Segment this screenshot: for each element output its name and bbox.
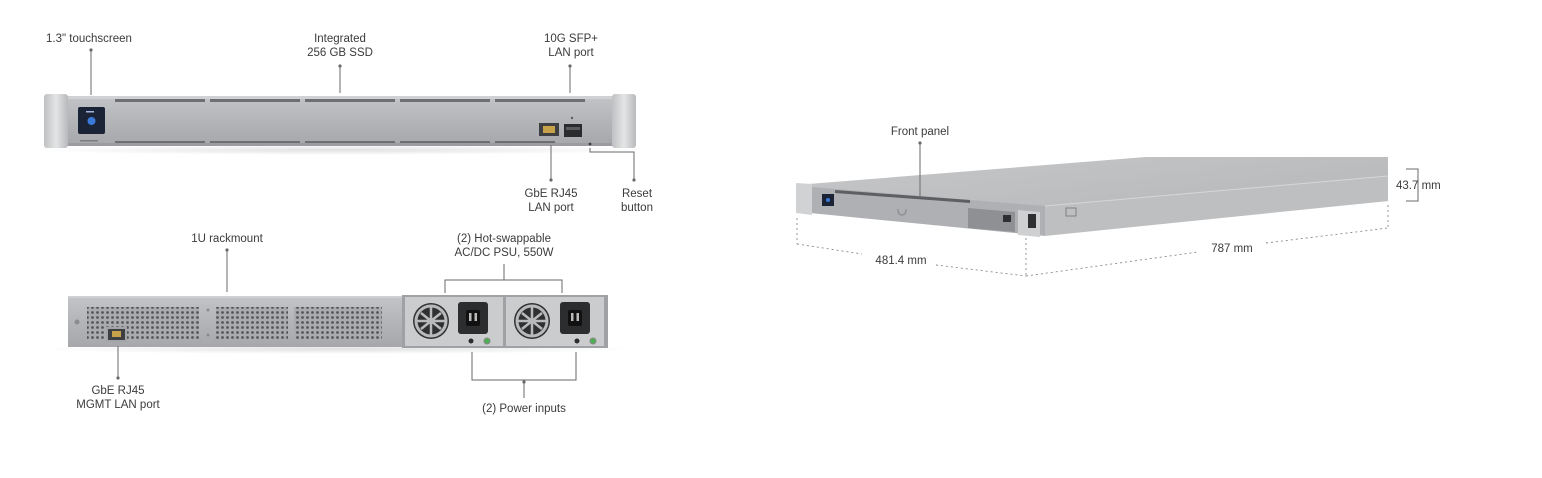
rear-vent-1	[87, 307, 199, 341]
front-vent-slots	[115, 99, 585, 143]
psu-2	[506, 297, 604, 346]
front-chassis	[66, 96, 614, 146]
rear-vent-3	[294, 307, 382, 341]
logo-icon	[897, 208, 907, 216]
reset-button-icon	[588, 142, 592, 146]
dimension-width: 481.4 mm	[875, 255, 927, 267]
psu-1	[405, 297, 503, 346]
label-power-inputs: (2) Power inputs	[482, 403, 566, 415]
iso-side-face	[1045, 176, 1388, 236]
front-view	[28, 48, 648, 182]
label-rackmount: 1U rackmount	[191, 233, 263, 245]
front-left-ear	[44, 94, 68, 148]
iso-rj45-port-icon	[1003, 215, 1011, 222]
label-front-panel: Front panel	[890, 126, 950, 138]
sfp-port-icon	[564, 124, 582, 137]
label-sfp-port: 10G SFP+LAN port	[543, 33, 598, 59]
dimension-depth: 787 mm	[1211, 243, 1253, 255]
iso-sfp-port-icon	[1028, 214, 1036, 228]
rear-vent-2	[216, 307, 288, 341]
label-touchscreen: 1.3" touchscreen	[46, 33, 132, 45]
isometric-view	[796, 141, 1419, 277]
rear-view	[38, 248, 638, 398]
dimension-height: 43.7 mm	[1396, 180, 1441, 192]
front-right-ear	[612, 94, 636, 148]
